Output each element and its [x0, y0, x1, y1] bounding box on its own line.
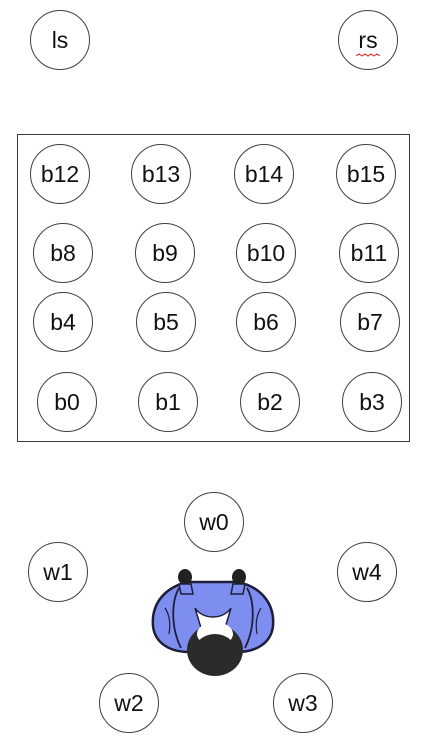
node-b5: b5	[136, 292, 196, 352]
node-label: b1	[155, 388, 181, 415]
node-b7: b7	[340, 292, 400, 352]
node-w1: w1	[28, 542, 88, 602]
node-label: b12	[40, 160, 80, 187]
node-label: ls	[51, 26, 69, 53]
node-ls: ls	[30, 10, 90, 70]
node-w2: w2	[99, 673, 159, 733]
node-label: b15	[346, 160, 386, 187]
node-b2: b2	[240, 372, 300, 432]
node-b11: b11	[339, 223, 399, 283]
node-label: b9	[152, 239, 178, 266]
node-rs: rs	[338, 10, 398, 70]
node-w4: w4	[337, 542, 397, 602]
node-b1: b1	[138, 372, 198, 432]
node-label: w2	[114, 689, 144, 716]
node-b0: b0	[37, 372, 97, 432]
node-label: b3	[359, 388, 385, 415]
node-b14: b14	[234, 144, 294, 204]
node-w0: w0	[184, 492, 244, 552]
node-label: b0	[54, 388, 80, 415]
node-label: b5	[153, 308, 179, 335]
node-b9: b9	[135, 223, 195, 283]
node-label: b4	[50, 308, 76, 335]
node-label: b2	[257, 388, 283, 415]
node-w3: w3	[273, 673, 333, 733]
node-b10: b10	[236, 223, 296, 283]
node-b12: b12	[30, 144, 90, 204]
node-label: w0	[199, 508, 229, 535]
node-b15: b15	[336, 144, 396, 204]
node-label: b13	[141, 160, 181, 187]
node-label: b7	[357, 308, 383, 335]
node-b13: b13	[131, 144, 191, 204]
node-label: b11	[350, 239, 388, 266]
node-b4: b4	[33, 292, 93, 352]
node-label: b10	[246, 239, 286, 266]
node-label: w4	[352, 558, 382, 585]
node-label: rs	[358, 26, 378, 53]
node-label: w3	[288, 689, 318, 716]
spellcheck-underline-icon	[356, 53, 380, 57]
node-label: b6	[253, 308, 279, 335]
node-b8: b8	[33, 223, 93, 283]
node-label: w1	[43, 558, 73, 585]
person-top-view-icon	[151, 569, 275, 676]
node-label: b8	[50, 239, 76, 266]
board-frame	[17, 134, 410, 442]
node-b3: b3	[342, 372, 402, 432]
node-b6: b6	[236, 292, 296, 352]
node-label: b14	[244, 160, 284, 187]
